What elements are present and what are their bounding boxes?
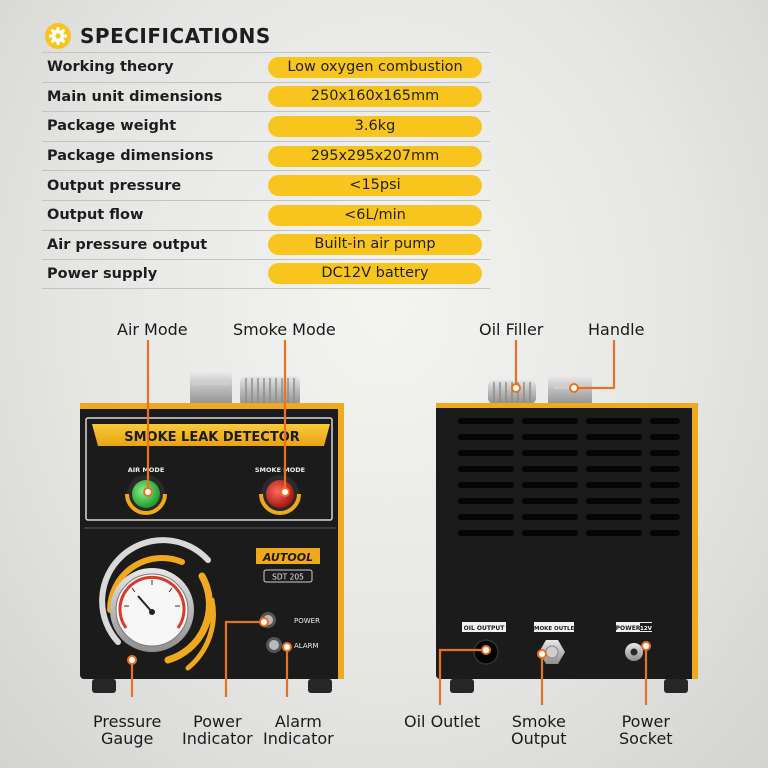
callout-dots xyxy=(127,383,651,665)
spec-label: Output flow xyxy=(47,207,144,224)
smoke-output-port xyxy=(539,640,565,664)
smoke-outlet-label: SMOKE OUTLET xyxy=(530,626,578,632)
spec-row: Air pressure output Built-in air pump xyxy=(42,229,490,260)
spec-row: Working theory Low oxygen combustion xyxy=(42,52,490,82)
spec-label: Air pressure output xyxy=(47,236,208,253)
spec-row: Package weight 3.6kg xyxy=(42,111,490,141)
spec-row: Power supply DC12V battery xyxy=(42,259,490,289)
page-title: SPECIFICATIONS xyxy=(80,24,271,48)
spec-value-pill: 250x160x165mm xyxy=(268,86,482,108)
air-mode-label: AIR MODE xyxy=(128,466,165,474)
callout-handle: Handle xyxy=(588,320,645,339)
power-indicator-label: POWER xyxy=(294,617,320,625)
spec-value-pill: <15psi xyxy=(268,175,482,197)
spec-label: Package weight xyxy=(47,118,177,135)
handle xyxy=(190,372,232,406)
foot xyxy=(664,679,688,693)
power-socket-label: POWER xyxy=(616,625,641,632)
callout-lines xyxy=(130,340,648,705)
gear-icon xyxy=(45,23,71,49)
spec-row: Package dimensions 295x295x207mm xyxy=(42,140,490,171)
spec-label: Package dimensions xyxy=(47,148,214,165)
spec-value-pill: 3.6kg xyxy=(268,115,482,137)
front-unit: SMOKE LEAK DETECTOR AIR MODE SMOKE MODE … xyxy=(80,372,344,693)
smoke-mode-label: SMOKE MODE xyxy=(255,466,305,474)
callout-power-socket: Power Socket xyxy=(619,712,673,748)
alarm-indicator-light xyxy=(266,637,282,653)
banner-text: SMOKE LEAK DETECTOR xyxy=(124,430,300,445)
foot xyxy=(450,679,474,693)
back-body xyxy=(436,403,698,679)
gauge-decoration xyxy=(99,537,216,671)
spec-table: Working theory Low oxygen combustion Mai… xyxy=(42,52,490,289)
vent-grille xyxy=(458,418,680,536)
callout-smoke-output: Smoke Output xyxy=(511,712,567,748)
callout-air-mode: Air Mode xyxy=(117,320,188,339)
spec-row: Output pressure <15psi xyxy=(42,170,490,200)
spec-label: Main unit dimensions xyxy=(47,88,223,105)
smoke-mode-button[interactable] xyxy=(259,475,301,515)
back-unit: OIL OUTPUT SMOKE OUTLET POWER 12V xyxy=(436,376,698,693)
pressure-gauge xyxy=(110,568,194,652)
spec-value-pill: 295x295x207mm xyxy=(268,145,482,167)
voltage-badge: 12V xyxy=(640,626,653,632)
spec-label: Power supply xyxy=(47,265,158,282)
callout-oil-filler: Oil Filler xyxy=(479,320,544,339)
foot xyxy=(92,679,116,693)
callout-alarm-indicator: Alarm Indicator xyxy=(263,712,334,748)
specifications-header: SPECIFICATIONS xyxy=(44,22,271,50)
power-socket-port xyxy=(625,643,643,661)
oil-output-label: OIL OUTPUT xyxy=(464,625,506,632)
alarm-indicator-label: ALARM xyxy=(294,642,319,650)
spec-value-pill: <6L/min xyxy=(268,204,482,226)
callout-oil-outlet: Oil Outlet xyxy=(404,712,481,731)
spec-value-pill: DC12V battery xyxy=(268,263,482,285)
brand-badge xyxy=(256,548,320,564)
control-panel-frame xyxy=(85,417,333,521)
brand-logo: AUTOOL xyxy=(262,551,313,564)
spec-row: Output flow <6L/min xyxy=(42,199,490,230)
callout-smoke-mode: Smoke Mode xyxy=(233,320,336,339)
callout-pressure-gauge: Pressure Gauge xyxy=(93,712,162,748)
model-label: SDT 205 xyxy=(272,573,304,582)
spec-value-pill: Built-in air pump xyxy=(268,234,482,256)
callout-power-indicator: Power Indicator xyxy=(182,712,253,748)
product-banner xyxy=(92,424,330,446)
spec-row: Main unit dimensions 250x160x165mm xyxy=(42,81,490,112)
spec-value-pill: Low oxygen combustion xyxy=(268,56,482,78)
foot xyxy=(308,679,332,693)
spec-label: Working theory xyxy=(47,59,174,76)
spec-label: Output pressure xyxy=(47,177,182,194)
